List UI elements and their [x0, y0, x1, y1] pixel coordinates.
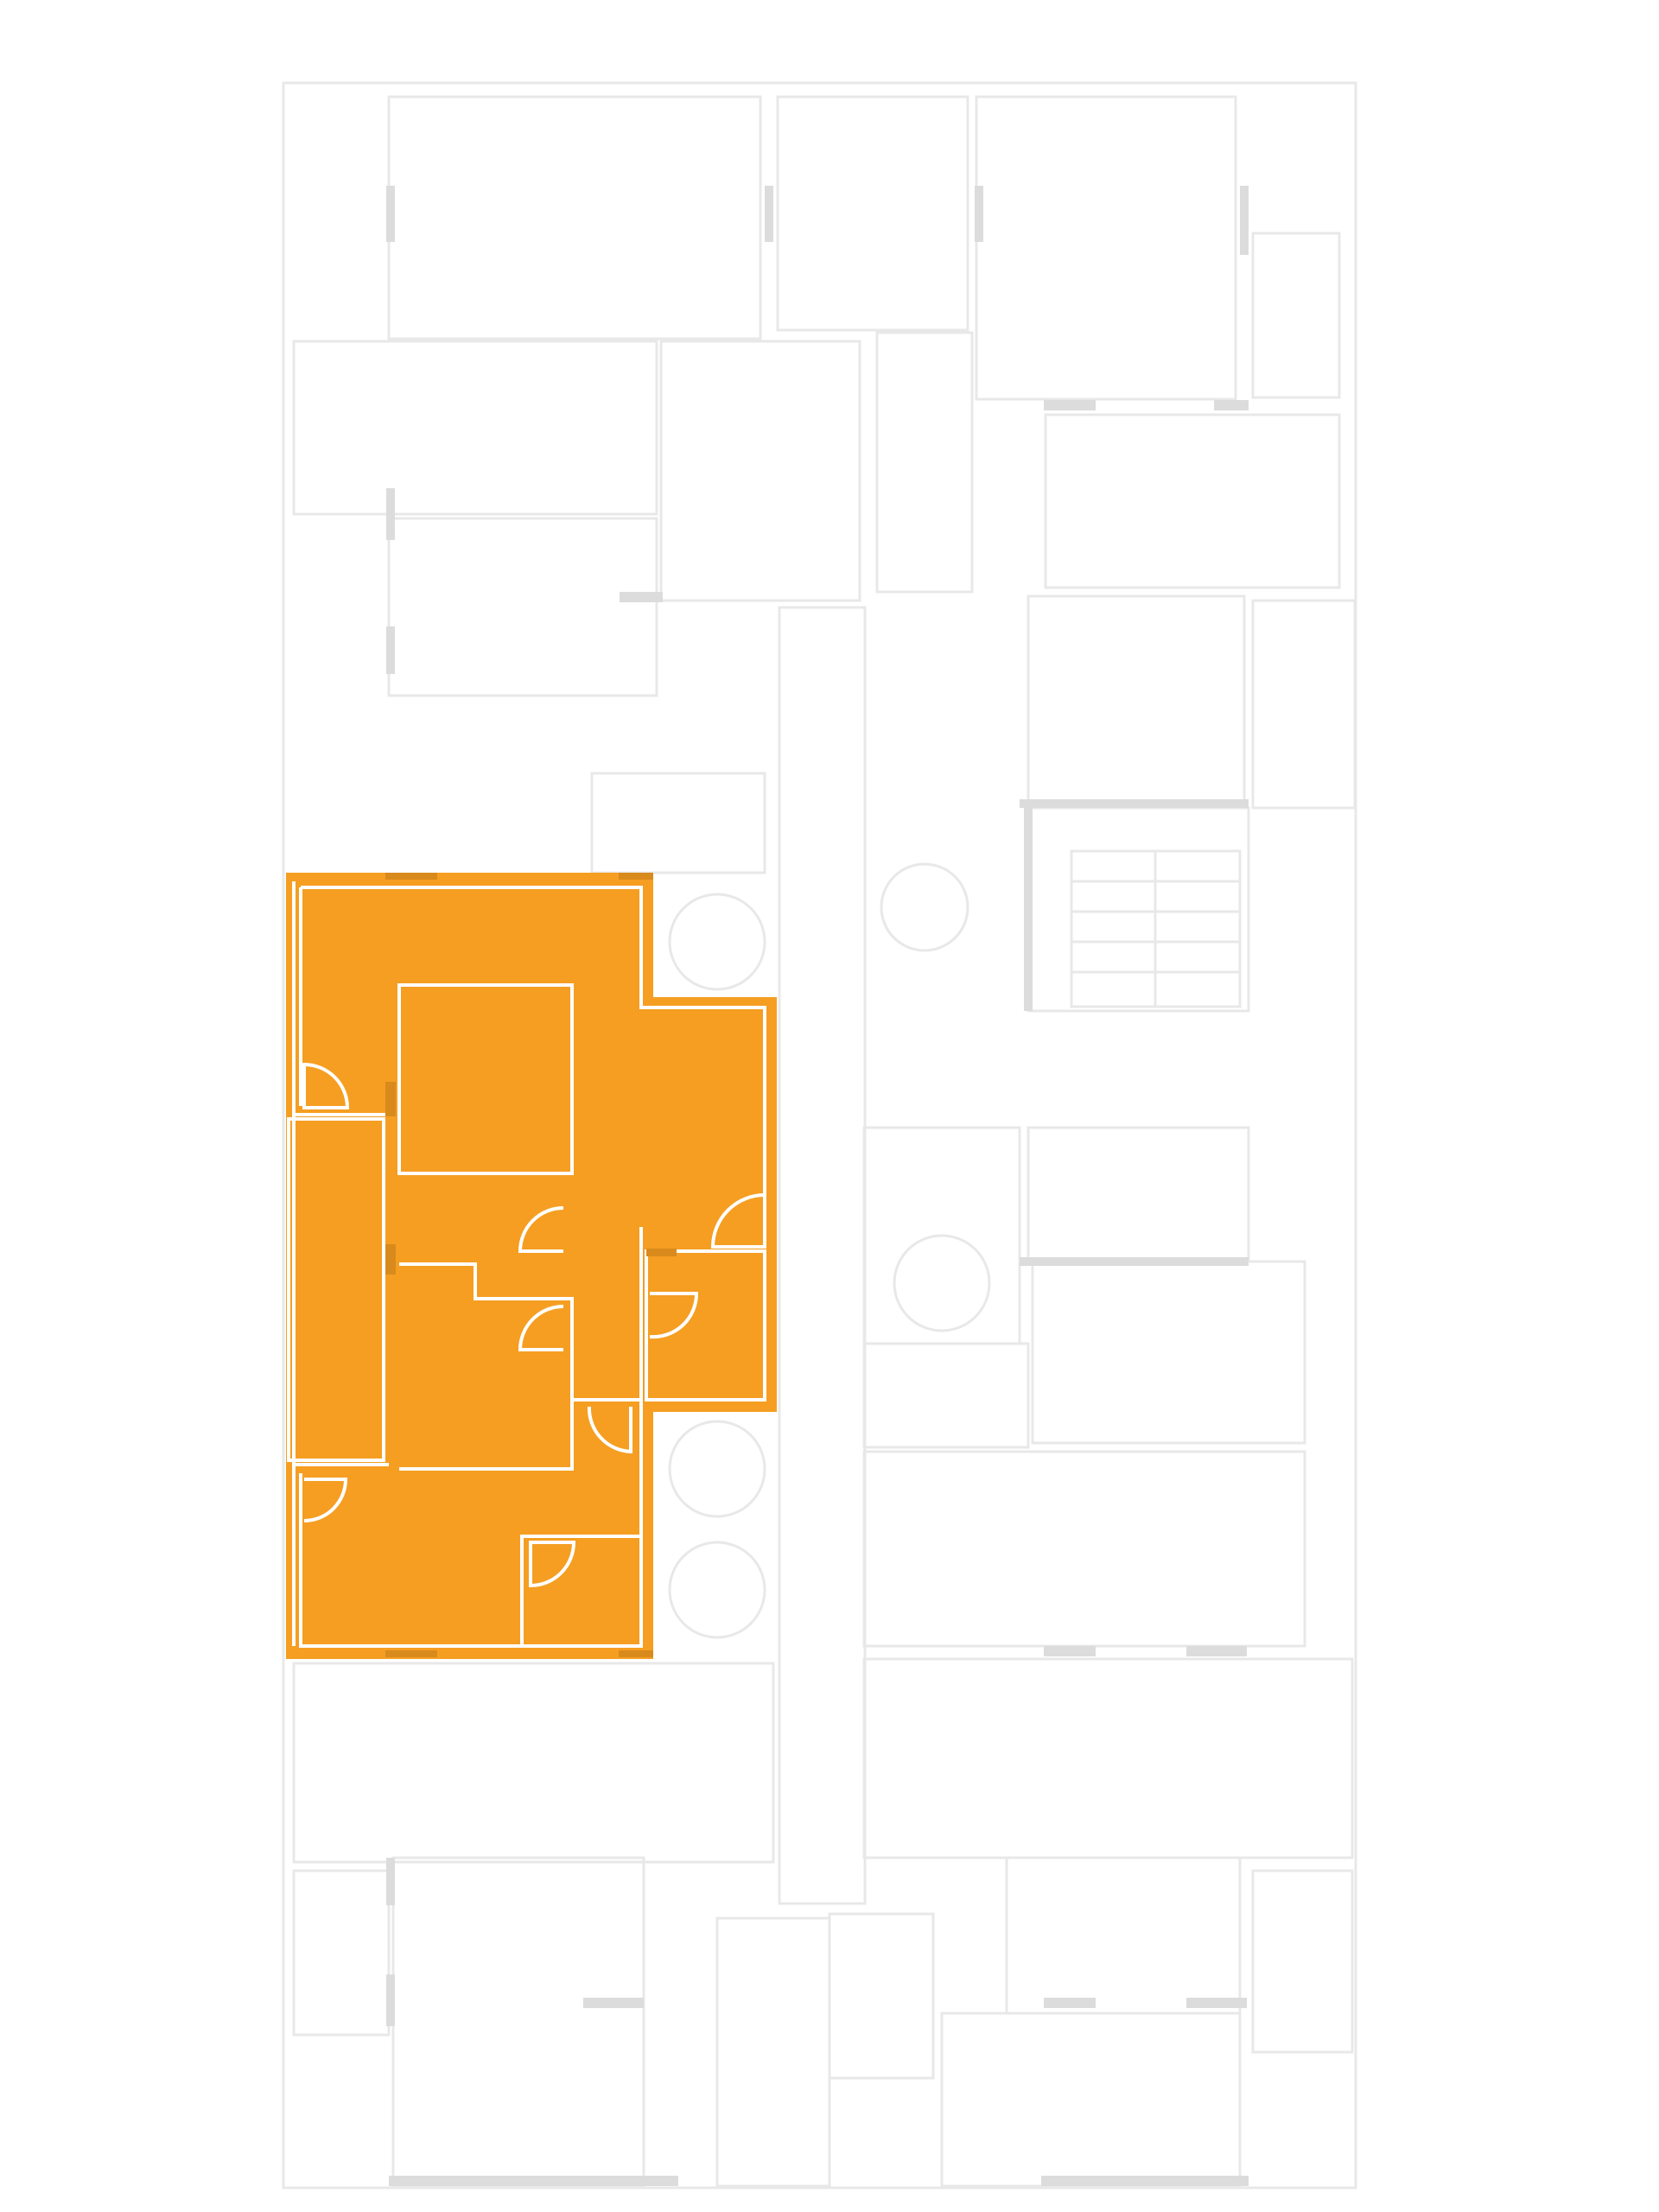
door-swings: [302, 1062, 766, 1588]
building-outline: [282, 81, 1357, 2190]
apartment-hatch: [385, 1244, 396, 1274]
apartment-walls: [287, 881, 766, 1648]
apartment-hatch: [385, 1650, 437, 1657]
apartment-hatch: [385, 873, 437, 880]
highlighted-apartment[interactable]: [286, 873, 777, 1659]
apartment-hatch: [619, 873, 653, 880]
apartment-fill[interactable]: [286, 873, 777, 1659]
hatched-walls: [386, 186, 1249, 2186]
apartment-hatch: [646, 1249, 677, 1256]
apartment-hatch: [385, 1082, 396, 1116]
apartment-hatch: [619, 1650, 653, 1657]
